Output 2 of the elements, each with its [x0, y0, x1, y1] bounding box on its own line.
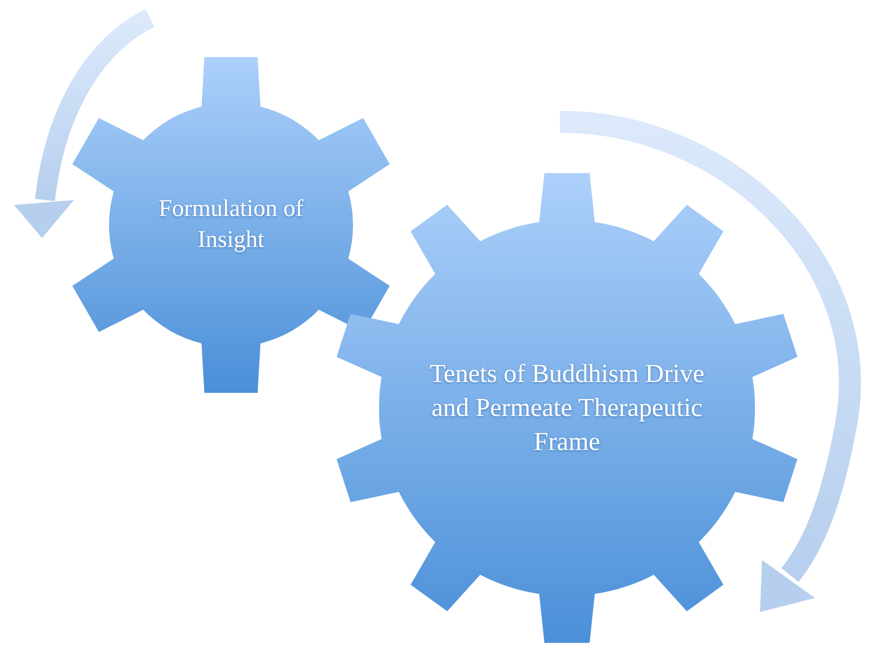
gear-label: Formulation of Insight — [158, 194, 304, 255]
gear-label: Tenets of Buddhism Drive and Permeate Therapeutic Frame — [428, 358, 706, 458]
